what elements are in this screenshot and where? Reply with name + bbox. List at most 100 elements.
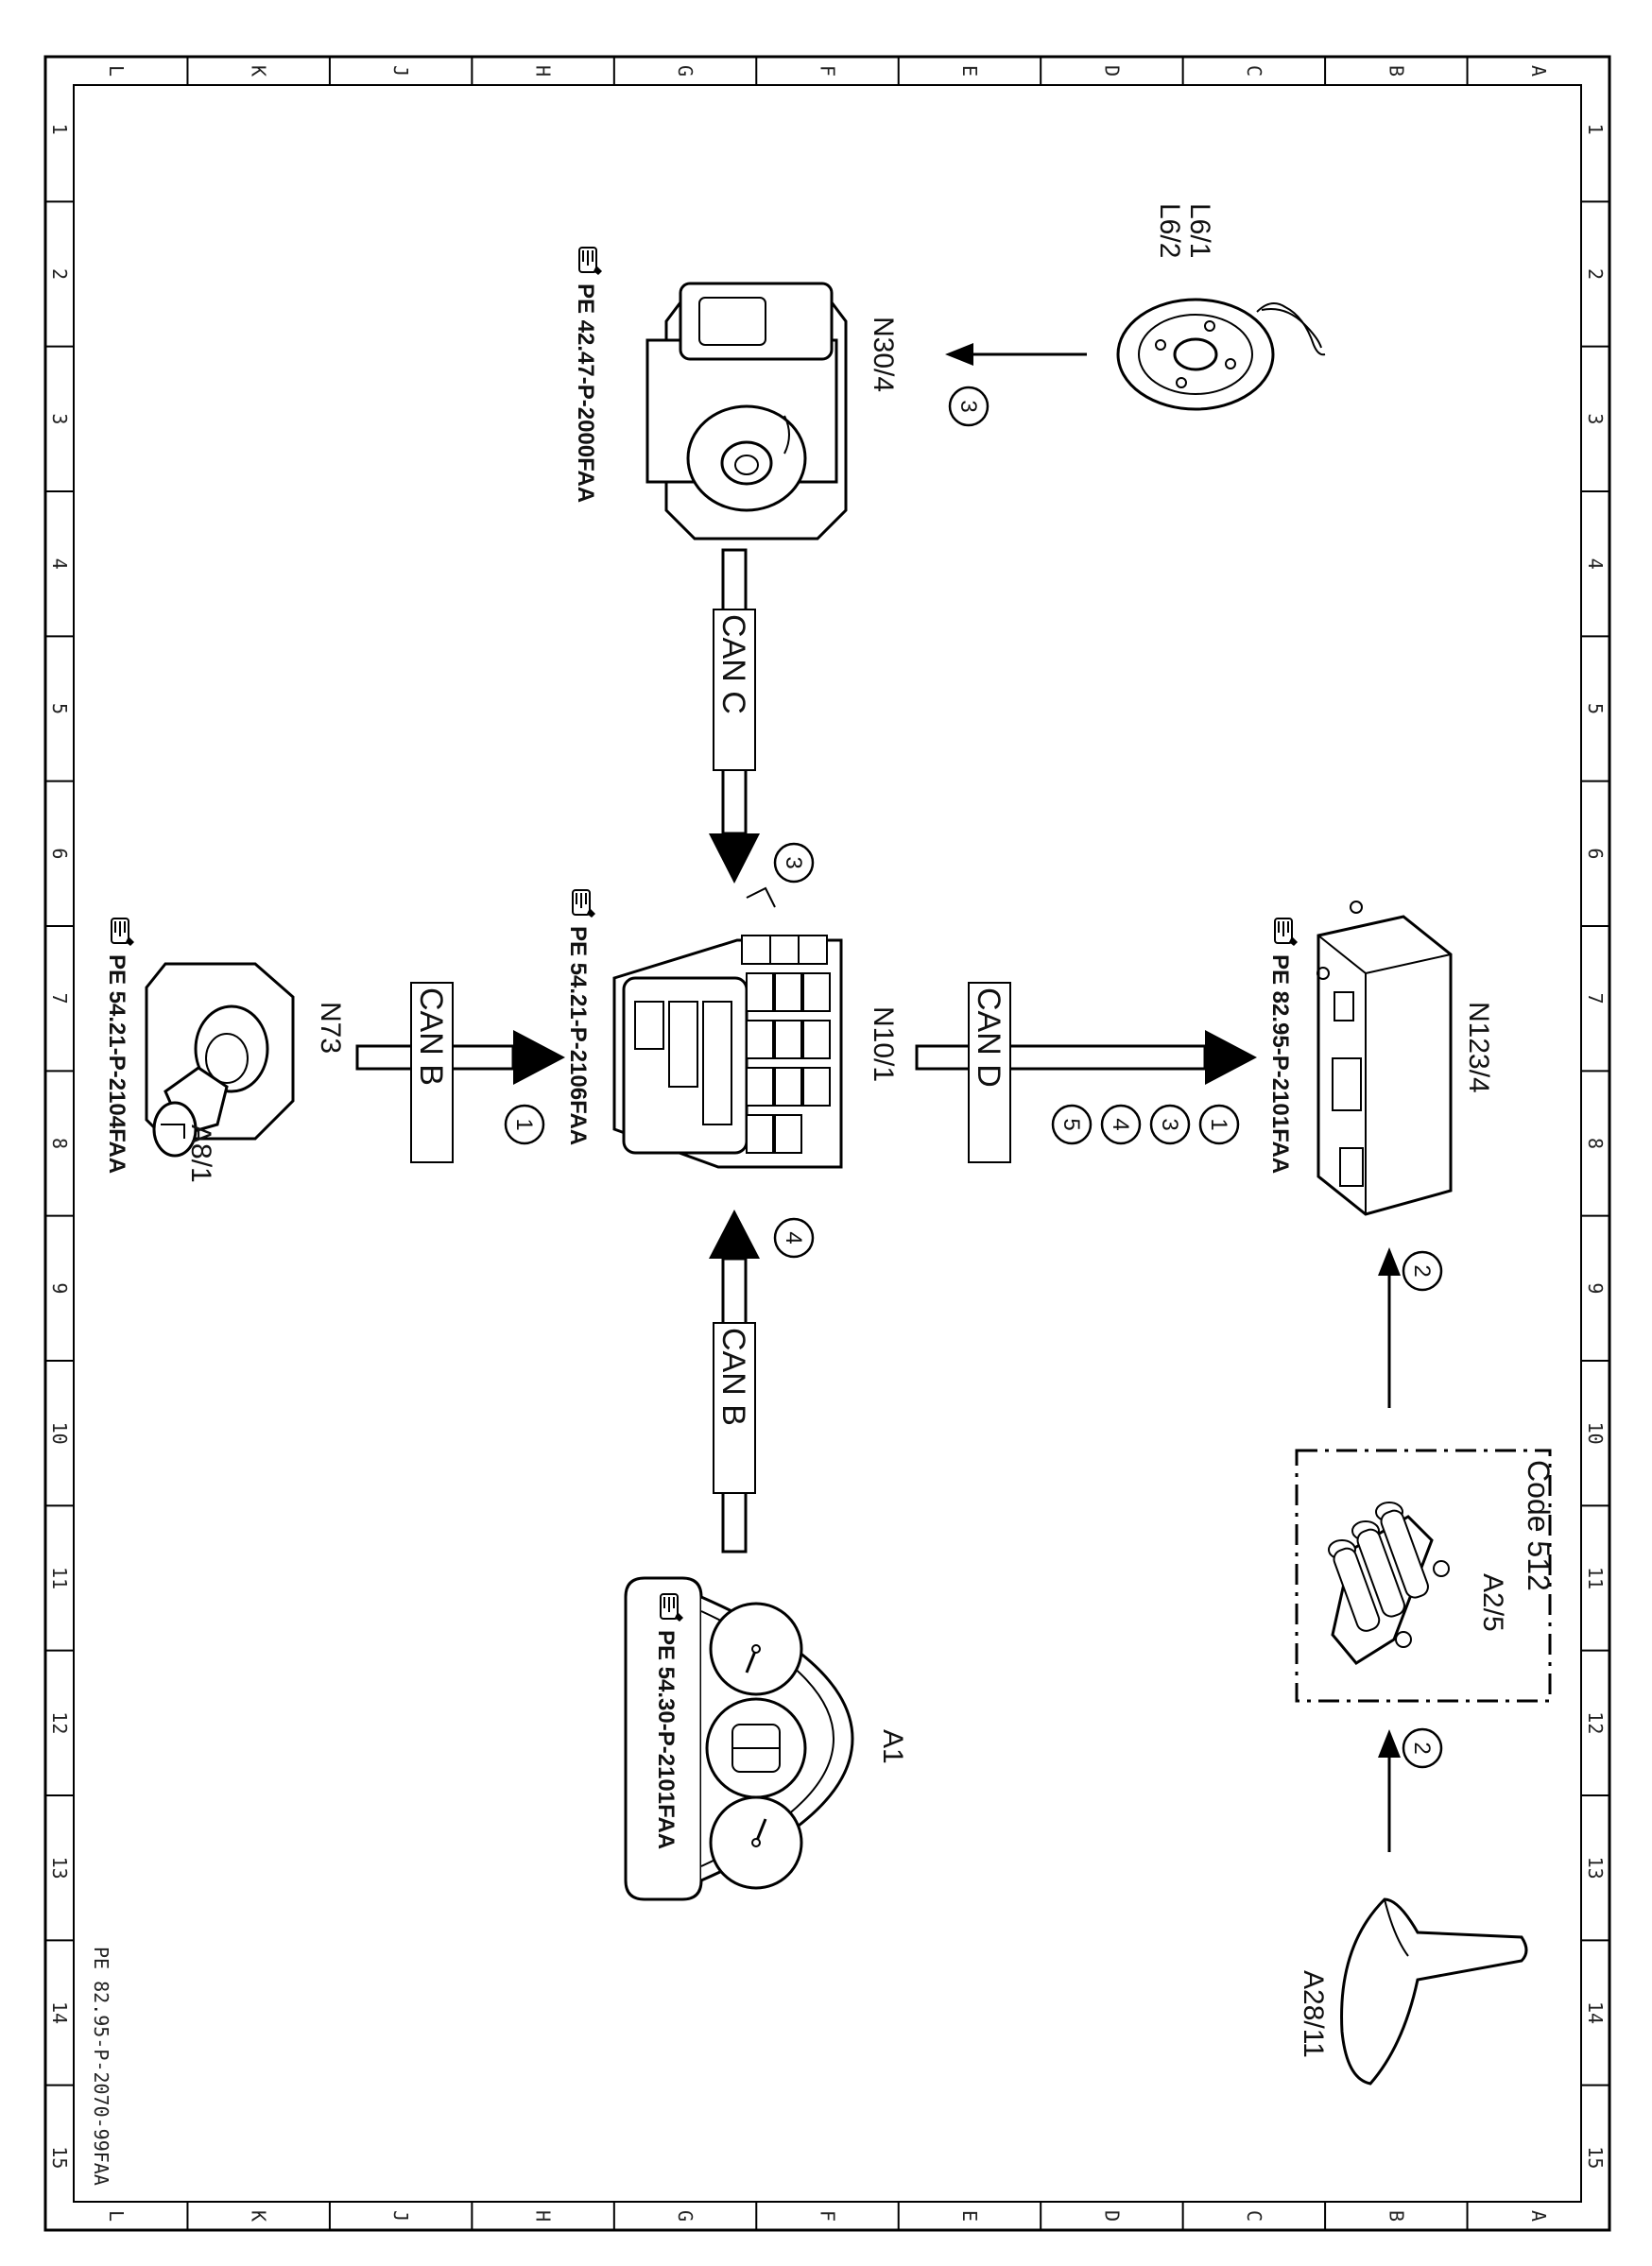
column-label: D bbox=[1100, 65, 1123, 77]
column-label: L bbox=[105, 65, 128, 77]
inner-frame bbox=[73, 84, 1582, 2203]
svg-text:2: 2 bbox=[1409, 1742, 1435, 1754]
can-b-bus-bottom: CAN B bbox=[709, 1210, 760, 1554]
row-label: 6 bbox=[1584, 848, 1607, 859]
key-label: A8/1 bbox=[185, 1124, 216, 1183]
arrow-wheel-to-abs bbox=[945, 343, 1087, 366]
svg-text:3: 3 bbox=[955, 400, 981, 412]
row-label: 14 bbox=[48, 2001, 71, 2024]
column-label: G bbox=[674, 65, 697, 77]
antenna-base-label: A28/11 bbox=[1298, 1970, 1329, 2058]
row-label: 12 bbox=[1584, 1711, 1607, 1734]
column-label: H bbox=[532, 65, 555, 77]
row-label: 1 bbox=[1584, 124, 1607, 135]
row-label: 8 bbox=[1584, 1138, 1607, 1149]
column-label: C bbox=[1243, 65, 1265, 77]
row-label: 13 bbox=[48, 1857, 71, 1880]
instrument-cluster-label: A1 bbox=[877, 1729, 908, 1764]
row-label: 7 bbox=[1584, 993, 1607, 1004]
step-sam-to-gateway: 1 3 4 5 bbox=[1051, 1104, 1240, 1145]
column-label: B bbox=[1385, 2210, 1407, 2222]
can-b-bus-left: CAN B bbox=[355, 982, 565, 1163]
sam-unit-label: N10/1 bbox=[868, 1006, 899, 1082]
row-label: 1 bbox=[48, 124, 71, 135]
row-label: 8 bbox=[48, 1138, 71, 1149]
reference-hand-icon bbox=[572, 889, 596, 918]
gateway-control-unit bbox=[1316, 901, 1453, 1216]
column-label: A bbox=[1527, 2210, 1550, 2222]
abs-control-unit bbox=[645, 282, 848, 541]
row-label: 4 bbox=[1584, 558, 1607, 570]
reference-hand-icon bbox=[1274, 918, 1299, 947]
row-label: 11 bbox=[48, 1567, 71, 1589]
column-label: G bbox=[674, 2210, 697, 2222]
column-label: K bbox=[248, 2210, 270, 2222]
column-ticks bbox=[186, 57, 1469, 2230]
column-label: A bbox=[1527, 65, 1550, 77]
outer-frame bbox=[43, 55, 1611, 2232]
arrow-base-to-antenna bbox=[1378, 1729, 1401, 1852]
row-label: 2 bbox=[48, 268, 71, 280]
column-label: E bbox=[958, 65, 981, 77]
wheel-sensor-label-1: L6/1 bbox=[1184, 203, 1215, 258]
antenna-label: A2/5 bbox=[1477, 1573, 1508, 1632]
wheel-sensor-label-2: L6/2 bbox=[1154, 203, 1185, 258]
step-cluster-to-sam: 4 bbox=[773, 1217, 815, 1259]
column-label: L bbox=[105, 2210, 128, 2222]
ignition-module-label: N73 bbox=[315, 1002, 346, 1054]
svg-text:2: 2 bbox=[1409, 1264, 1435, 1277]
can-c-bus: CAN C bbox=[709, 548, 760, 884]
ignition-module-ref: PE 54.21-P-2104FAA bbox=[104, 954, 129, 1174]
can-d-bus: CAN D bbox=[915, 982, 1257, 1163]
svg-text:3: 3 bbox=[1157, 1118, 1182, 1130]
document-number: PE 82.95-P-2070-99FAA bbox=[90, 1947, 112, 2186]
row-label: 11 bbox=[1584, 1567, 1607, 1589]
svg-text:4: 4 bbox=[1108, 1118, 1133, 1130]
antenna-code-label: Code 512 bbox=[1522, 1460, 1556, 1591]
reference-hand-icon bbox=[111, 918, 135, 947]
column-label: F bbox=[817, 65, 839, 77]
sam-control-unit bbox=[612, 886, 843, 1169]
row-label: 9 bbox=[48, 1282, 71, 1294]
column-label: J bbox=[389, 65, 412, 77]
step-wheel-to-abs: 3 bbox=[948, 386, 989, 427]
gateway-ref: PE 82.95-P-2101FAA bbox=[1267, 954, 1293, 1174]
wheel-speed-sensor bbox=[1116, 298, 1326, 411]
step-base-to-antenna: 2 bbox=[1402, 1727, 1443, 1769]
column-label: B bbox=[1385, 65, 1407, 77]
row-label: 7 bbox=[48, 993, 71, 1004]
svg-text:5: 5 bbox=[1058, 1118, 1084, 1130]
row-ticks bbox=[45, 200, 1609, 2086]
column-label: D bbox=[1100, 2210, 1123, 2222]
row-label: 9 bbox=[1584, 1282, 1607, 1294]
row-label: 13 bbox=[1584, 1857, 1607, 1880]
svg-text:3: 3 bbox=[781, 856, 806, 868]
svg-text:1: 1 bbox=[511, 1118, 537, 1130]
abs-unit-ref: PE 42.47-P-2000FAA bbox=[573, 283, 598, 503]
abs-unit-label: N30/4 bbox=[868, 317, 899, 392]
step-ignition-to-sam: 1 bbox=[504, 1104, 545, 1145]
arrow-antenna-to-gateway bbox=[1378, 1247, 1401, 1408]
row-label: 2 bbox=[1584, 268, 1607, 280]
column-label: K bbox=[248, 65, 270, 77]
row-label: 3 bbox=[48, 413, 71, 424]
roof-antenna-base bbox=[1340, 1897, 1528, 2086]
row-label: 14 bbox=[1584, 2001, 1607, 2024]
row-label: 5 bbox=[48, 703, 71, 714]
can-b-bottom-label: CAN B bbox=[715, 1328, 751, 1426]
reference-hand-icon bbox=[578, 247, 603, 276]
sam-unit-ref: PE 54.21-P-2106FAA bbox=[565, 926, 591, 1145]
column-label: E bbox=[958, 2210, 981, 2222]
antenna-amplifier bbox=[1328, 1502, 1450, 1665]
instrument-cluster-ref: PE 54.30-P-2101FAA bbox=[653, 1630, 679, 1849]
row-label: 15 bbox=[48, 2146, 71, 2169]
can-c-label: CAN C bbox=[715, 614, 751, 714]
step-antenna-to-gateway: 2 bbox=[1402, 1250, 1443, 1292]
can-d-label: CAN D bbox=[971, 987, 1007, 1088]
row-label: 10 bbox=[48, 1422, 71, 1445]
row-label: 3 bbox=[1584, 413, 1607, 424]
column-label: F bbox=[817, 2210, 839, 2222]
